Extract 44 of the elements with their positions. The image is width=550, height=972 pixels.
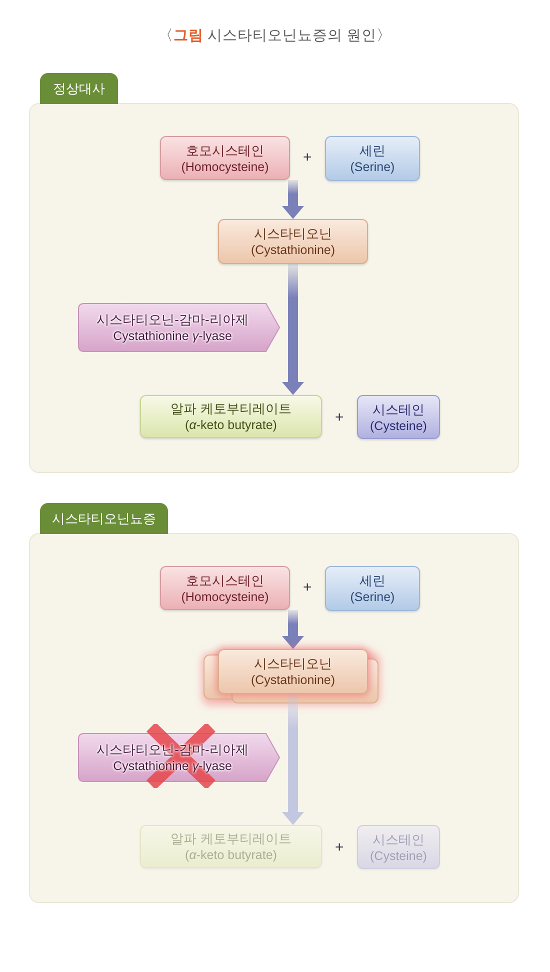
compound-name: 세린 [360,572,386,589]
plus-sign: + [335,410,344,425]
arrow [282,694,304,825]
compound-box [160,566,290,610]
compound-box [218,219,368,264]
compound-box [357,395,440,439]
english-name: (Cysteine) [370,848,427,864]
plus-sign: + [303,580,312,595]
enzyme-name: 시스타티오닌-감마-리아제 [96,311,248,328]
english-name: (α-keto butyrate) [185,417,277,433]
english-name: (Cysteine) [370,418,427,434]
compound-name: 시스타티오닌 [254,225,332,242]
arrow [282,180,304,219]
compound-name: 시스타티오닌 [254,655,332,672]
plus-sign: + [303,150,312,165]
compound-box [325,566,420,611]
compound-box [357,825,440,869]
english-name: (Cystathionine) [250,672,336,688]
compound-box [218,649,368,694]
figure-title: 〈그림 시스타티오닌뇨증의 원인〉 [157,27,393,45]
english-name: (Homocysteine) [181,588,269,604]
compound-box [160,136,290,180]
arrow [282,610,304,649]
compound-name: 알파 케토부티레이트 [170,830,292,847]
english-name: (Homocysteine) [181,158,269,174]
compound-name: 알파 케토부티레이트 [170,400,292,417]
compound-name: 시스테인 [372,830,424,848]
english-name: (Serine) [350,589,395,605]
english-name: (Serine) [350,159,395,175]
compound-box [140,395,322,438]
compound-name: 호모시스테인 [186,572,264,588]
compound-name: 세린 [360,142,386,159]
english-name: (Cystathionine) [250,242,336,258]
compound-name: 시스테인 [372,400,424,418]
compound-box [140,825,322,868]
section-tab: 시스타티오닌뇨증 [40,503,168,534]
compound-name: 호모시스테인 [186,142,264,158]
english-name: Cystathionine γ-lyase [113,328,232,344]
compound-box [325,136,420,181]
plus-sign: + [335,840,344,855]
arrow [282,264,304,395]
pentagon-tag [78,303,280,352]
section-tab: 정상대사 [40,73,118,104]
english-name: (α-keto butyrate) [185,847,277,863]
